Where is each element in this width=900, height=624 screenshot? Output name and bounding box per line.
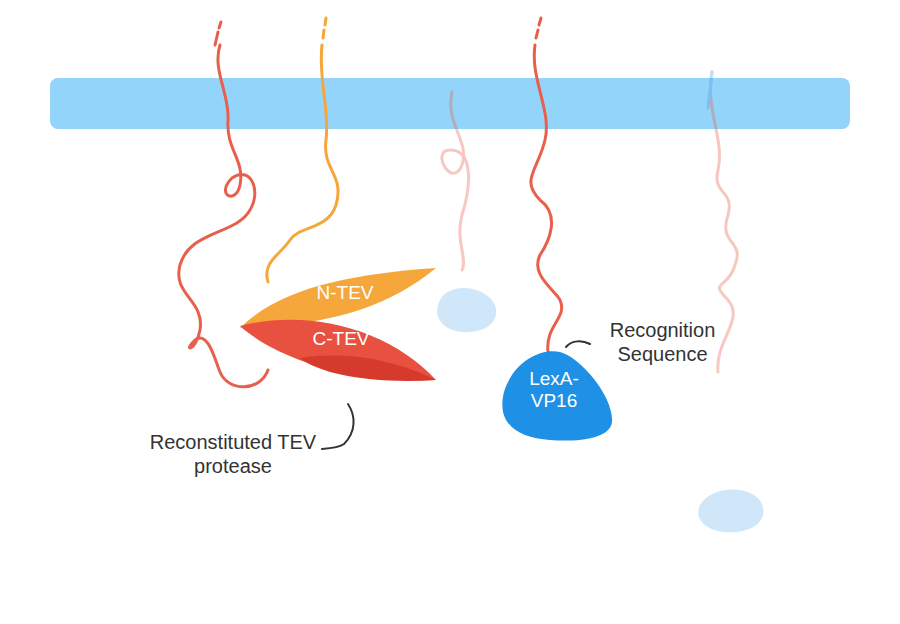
node-fill	[240, 268, 436, 328]
chain-end	[536, 18, 541, 38]
node-label: C-TEV	[298, 328, 384, 350]
c-tev-fragment: C-TEV	[240, 300, 436, 384]
faded-chain	[708, 72, 712, 108]
node-shade	[300, 355, 436, 380]
faded-blob	[698, 490, 763, 533]
node-fill	[240, 320, 436, 381]
lexa-vp16-factor: LexA- VP16	[494, 348, 614, 442]
faded-blob	[437, 288, 496, 332]
protein-chain	[531, 45, 562, 352]
node-label: N-TEV	[302, 282, 388, 304]
annotation-label: Reconstituted TEV protease	[148, 430, 318, 478]
callout-label: Recognition Sequence	[585, 318, 740, 366]
chain-end	[215, 22, 221, 45]
leader-line	[566, 341, 590, 347]
faded-chain	[442, 92, 469, 270]
chain-end	[323, 18, 326, 38]
protein-chain	[267, 45, 338, 282]
leader-line	[322, 404, 354, 449]
node-fill	[502, 351, 612, 440]
node-label: LexA- VP16	[508, 368, 600, 412]
